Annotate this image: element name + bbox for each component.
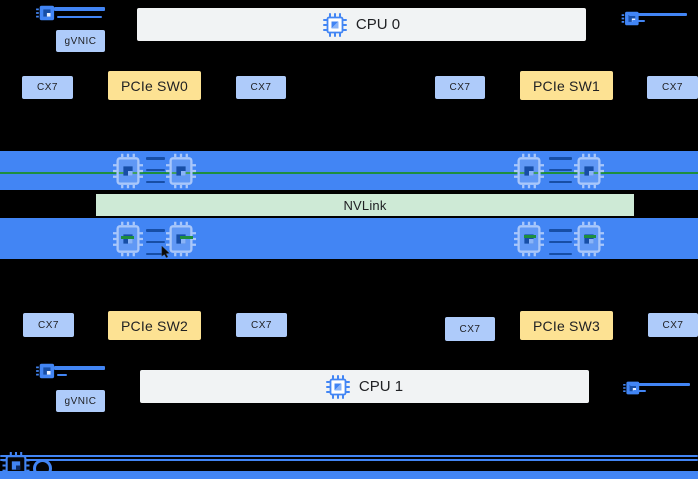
- network-connection-line: [54, 366, 105, 370]
- network-line: [0, 459, 698, 461]
- network-connection-line: [632, 20, 645, 22]
- cx7-nic-box: CX7: [445, 317, 495, 341]
- gvnic-box-bottom: gVNIC: [56, 390, 105, 412]
- pcie-switch-sw1-box: PCIe SW1: [520, 71, 613, 100]
- gpu-chip-icon: [514, 153, 544, 189]
- pcie-sw0-label: PCIe SW0: [121, 77, 188, 94]
- gpu-chip-icon: [514, 221, 544, 257]
- cx7-label: CX7: [37, 82, 58, 93]
- nic-chip-icon: [36, 4, 56, 22]
- nvlink-bar: NVLink: [96, 194, 634, 216]
- bottom-network-bar: [0, 471, 698, 479]
- cx7-label: CX7: [251, 319, 272, 331]
- network-connection-line: [629, 13, 687, 16]
- pcie-sw3-label: PCIe SW3: [533, 317, 600, 334]
- pcie-switch-sw3-box: PCIe SW3: [520, 311, 613, 340]
- cx7-nic-box: CX7: [435, 76, 485, 99]
- nvlink-line-segment: [180, 236, 193, 239]
- gpu-chip-icon: [166, 153, 196, 189]
- cpu0-box: CPU 0: [137, 8, 586, 41]
- pcie-link-dashes: [549, 157, 572, 183]
- cx7-nic-box: CX7: [236, 313, 287, 337]
- pcie-switch-sw0-box: PCIe SW0: [108, 71, 201, 100]
- pcie-sw2-label: PCIe SW2: [121, 317, 188, 334]
- network-connection-line: [630, 383, 690, 386]
- nvlink-line-segment: [121, 236, 134, 239]
- cx7-nic-box: CX7: [647, 76, 698, 99]
- pcie-link-dashes: [146, 229, 165, 255]
- cpu1-box: CPU 1: [140, 370, 589, 403]
- network-connection-line: [57, 16, 102, 18]
- cx7-nic-box: CX7: [22, 76, 73, 99]
- gpu-chip-icon: [113, 221, 143, 257]
- cx7-label: CX7: [662, 319, 684, 331]
- gvnic-label: gVNIC: [64, 35, 97, 47]
- nvlink-line-segment: [524, 235, 536, 238]
- cx7-nic-box: CX7: [23, 313, 74, 337]
- compute-chip-icon: [326, 375, 350, 399]
- nvlink-label: NVLink: [343, 197, 387, 213]
- nvlink-line: [0, 171, 698, 174]
- cx7-label: CX7: [662, 82, 683, 93]
- gpu-chip-icon: [113, 153, 143, 189]
- pcie-sw1-label: PCIe SW1: [533, 77, 600, 94]
- cx7-label: CX7: [449, 82, 471, 93]
- network-connection-line: [633, 390, 646, 392]
- pcie-link-dashes: [549, 229, 572, 255]
- cpu0-label: CPU 0: [355, 16, 401, 33]
- cx7-nic-box: CX7: [236, 76, 286, 99]
- cx7-label: CX7: [250, 82, 272, 93]
- network-connection-line: [54, 7, 105, 11]
- nic-chip-icon: [36, 362, 56, 380]
- gvnic-label: gVNIC: [64, 395, 97, 407]
- gpu-chip-icon: [574, 221, 604, 257]
- gvnic-box-top: gVNIC: [56, 30, 105, 52]
- network-connection-line: [57, 374, 67, 376]
- pcie-link-dashes: [146, 157, 165, 183]
- mouse-cursor-icon: [161, 246, 170, 258]
- cx7-label: CX7: [38, 319, 59, 331]
- gpu-chip-icon: [574, 153, 604, 189]
- cx7-nic-box: CX7: [648, 313, 698, 337]
- cx7-label: CX7: [459, 323, 481, 335]
- nvlink-line-segment: [584, 235, 596, 238]
- compute-chip-icon: [323, 13, 347, 37]
- network-line: [0, 454, 698, 457]
- cpu1-label: CPU 1: [358, 378, 404, 395]
- pcie-switch-sw2-box: PCIe SW2: [108, 311, 201, 340]
